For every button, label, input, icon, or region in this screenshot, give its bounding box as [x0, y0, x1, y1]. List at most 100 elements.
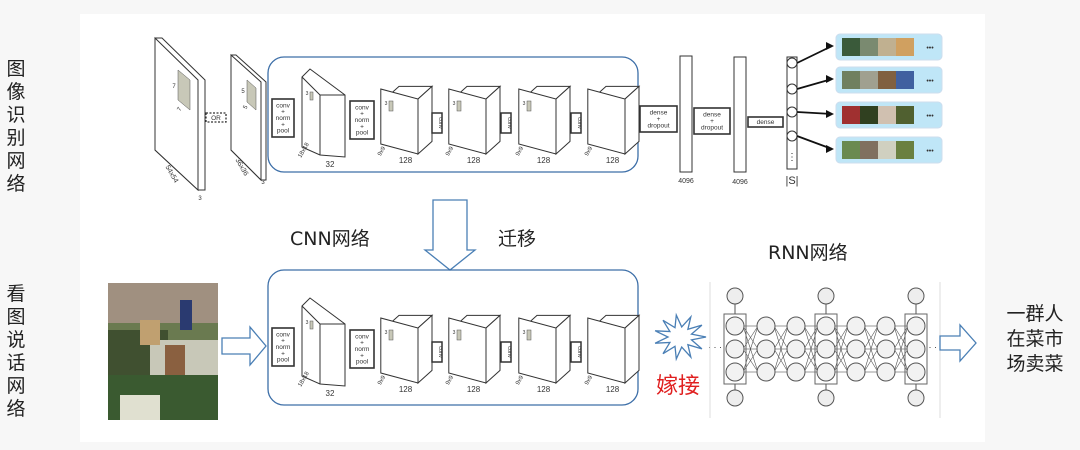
- feature-map-depth: 128: [467, 156, 481, 165]
- conv-norm-pool-box-text: conv: [276, 102, 290, 109]
- rnn-connection: [893, 348, 909, 373]
- feature-map-cube: [448, 317, 487, 384]
- kernel-size: 3: [306, 320, 309, 326]
- rnn-connection: [833, 325, 849, 350]
- kernel-patch: [456, 329, 462, 341]
- conv-norm-pool-box-text: conv: [355, 104, 369, 111]
- rnn-connection: [773, 325, 789, 373]
- dense-box: [747, 116, 784, 128]
- label-graft: 嫁接: [656, 374, 701, 399]
- dense-dropout-box: [693, 107, 731, 135]
- rnn-output-node: [726, 287, 744, 305]
- caption-line: 场卖菜: [1006, 353, 1064, 375]
- fc-layer-bar: [679, 55, 693, 173]
- graft-burst-icon: [654, 312, 707, 362]
- kernel-size: 5: [243, 104, 250, 110]
- kernel-patch: [309, 91, 314, 101]
- label-transfer: 迁移: [498, 228, 537, 250]
- rnn-output-node: [817, 287, 835, 305]
- conv-op-label: conv: [576, 117, 582, 129]
- label-rnn: RNN网络: [768, 242, 848, 264]
- conv-norm-pool-box-text: +: [360, 111, 364, 118]
- thumbnail-image: [896, 38, 914, 56]
- conv-op-box: [431, 341, 443, 363]
- rnn-hidden-node: [756, 362, 776, 382]
- dense-dropout-box-text: dense: [650, 110, 668, 117]
- feature-map-size: 9x9: [445, 145, 455, 157]
- output-node: [786, 106, 798, 118]
- dense-dropout-box-text: dense: [703, 112, 721, 119]
- conv-norm-pool-box-text: norm: [355, 346, 370, 353]
- conv-norm-pool-box-text: pool: [277, 357, 290, 364]
- feature-map-cube: [624, 314, 640, 385]
- conv-norm-pool-box-text: norm: [276, 344, 291, 351]
- rnn-hidden-node: [846, 316, 866, 336]
- rnn-connection: [773, 325, 789, 350]
- feature-map-size: 9x9: [377, 145, 387, 157]
- rnn-hidden-node: [906, 339, 926, 359]
- kernel-size: 3: [453, 101, 456, 107]
- feature-map-depth: 128: [606, 385, 620, 394]
- dense-dropout-box-text: +: [710, 118, 714, 125]
- kernel-size: 3: [306, 91, 309, 97]
- output-node: [786, 57, 798, 69]
- feature-map-depth: 128: [606, 156, 620, 165]
- feature-map-size: 9x9: [584, 374, 594, 386]
- feature-map-cube: [380, 317, 419, 384]
- thumbnail-image: [878, 106, 896, 124]
- caption-line: 在菜市: [1006, 328, 1064, 350]
- rnn-hidden-node: [906, 316, 926, 336]
- feature-map-size: 9x9: [515, 145, 525, 157]
- feature-map-cube: [417, 85, 433, 156]
- thumbnail-image: [878, 38, 896, 56]
- conv-norm-pool-box-text: +: [360, 340, 364, 347]
- ellipsis: ⋮: [787, 152, 797, 163]
- rnn-hidden-node: [786, 339, 806, 359]
- transfer-arrow: [423, 199, 477, 271]
- caption-line: 一群人: [1006, 303, 1064, 325]
- kernel-size: 7: [177, 106, 184, 112]
- feature-map-size: 9x9: [445, 374, 455, 386]
- feature-map-cube: [518, 317, 557, 384]
- conv-norm-pool-box: [271, 327, 295, 367]
- rnn-connection: [893, 325, 909, 350]
- output-arrow: [939, 323, 977, 363]
- rnn-hidden-node: [846, 339, 866, 359]
- output-node: [786, 83, 798, 95]
- conv-norm-pool-box-text: pool: [356, 359, 369, 366]
- rnn-connection: [773, 348, 789, 373]
- thumbnail-image: [878, 71, 896, 89]
- arrow-head: [826, 42, 834, 50]
- rnn-hidden-node: [725, 362, 745, 382]
- rnn-hidden-node: [906, 362, 926, 382]
- thumbnail-image: [878, 141, 896, 159]
- thumbnail-image: [896, 106, 914, 124]
- kernel-patch: [456, 100, 462, 112]
- output-node: [786, 130, 798, 142]
- input-depth-label: 3: [198, 196, 202, 202]
- feature-map-cube: [555, 314, 571, 385]
- rnn-connection: [863, 325, 879, 373]
- kernel-size: 7: [172, 84, 176, 90]
- feature-map-depth: 32: [326, 389, 335, 398]
- feature-map-cube: [301, 297, 346, 387]
- kernel-patch: [309, 320, 314, 330]
- conv-norm-pool-box-text: pool: [356, 130, 369, 137]
- conv-op-box: [431, 112, 443, 134]
- thumbnail-image: [860, 71, 878, 89]
- fc-size-label: 4096: [732, 179, 748, 186]
- thumbnail-image: [896, 141, 914, 159]
- kernel-patch: [526, 329, 532, 341]
- conv-op-box: [570, 341, 582, 363]
- feature-map-size: 9x9: [377, 374, 387, 386]
- rnn-hidden-node: [756, 339, 776, 359]
- feature-map-depth: 128: [537, 156, 551, 165]
- rnn-input-node: [817, 389, 835, 407]
- kernel-size: 3: [523, 330, 526, 336]
- dense-box-text: dense: [757, 119, 775, 126]
- rnn-connection: [803, 348, 819, 373]
- feature-map-cube: [624, 85, 640, 156]
- conv-norm-pool-box-text: +: [360, 123, 364, 130]
- thumbnail-image: [842, 106, 860, 124]
